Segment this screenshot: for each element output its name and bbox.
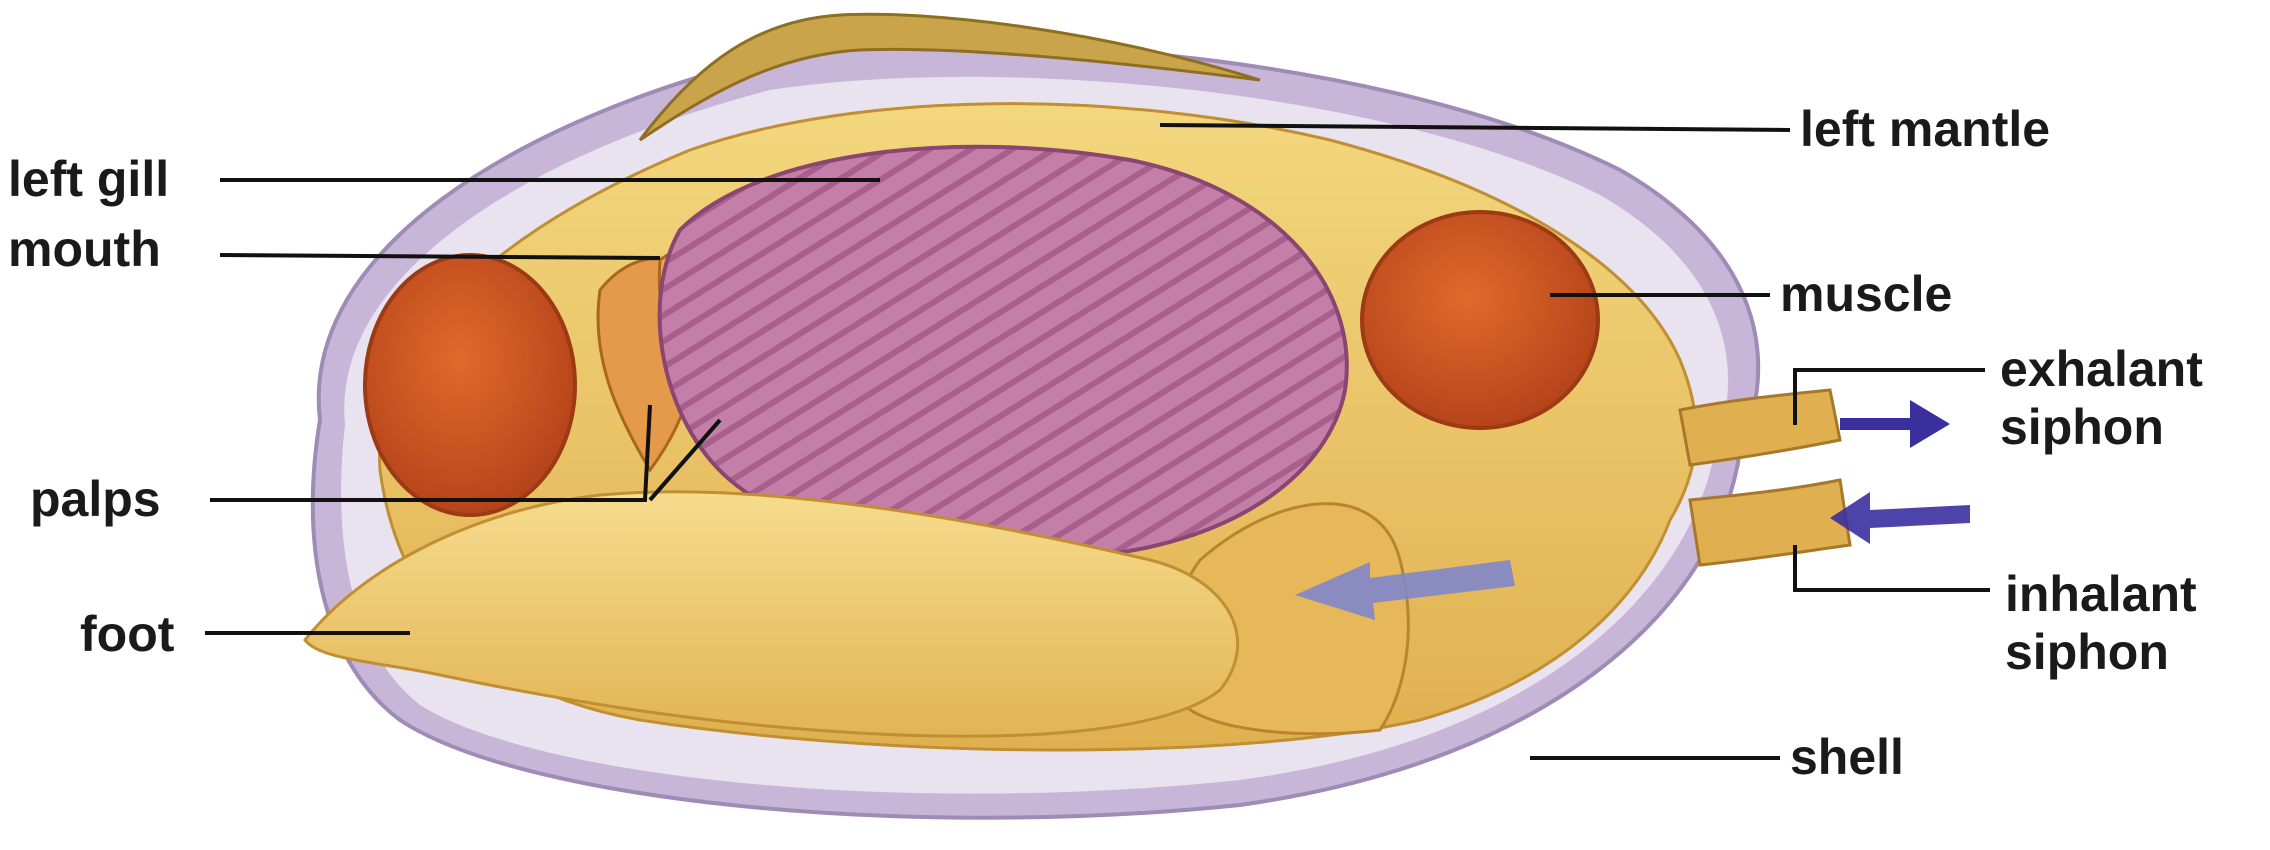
anterior-muscle	[365, 255, 575, 515]
label-muscle: muscle	[1780, 265, 1952, 323]
label-left-mantle: left mantle	[1800, 100, 2050, 158]
label-shell: shell	[1790, 728, 1904, 786]
posterior-muscle	[1362, 212, 1598, 428]
inhalant-flow-arrow	[1830, 492, 1970, 544]
label-mouth: mouth	[8, 220, 161, 278]
label-left-gill: left gill	[8, 150, 169, 208]
label-inhalant-siphon: inhalant siphon	[2005, 565, 2197, 681]
label-palps: palps	[30, 470, 161, 528]
exhalant-flow-arrow	[1840, 400, 1950, 448]
label-foot: foot	[80, 605, 174, 663]
label-exhalant-siphon: exhalant siphon	[2000, 340, 2203, 456]
leader-inhalant	[1795, 545, 1990, 590]
